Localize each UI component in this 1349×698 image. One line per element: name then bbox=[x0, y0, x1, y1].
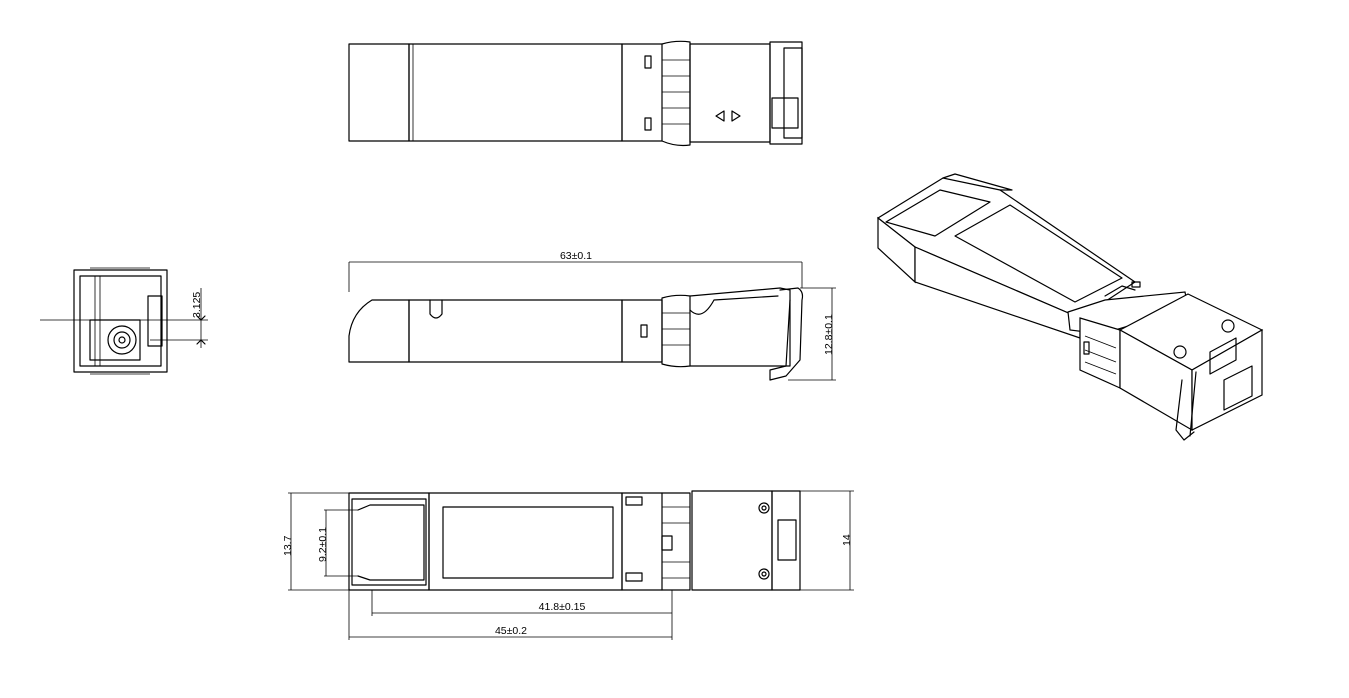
top-view bbox=[348, 40, 803, 147]
isometric-view bbox=[876, 173, 1264, 441]
dim-height: 12.8±0.1 bbox=[823, 314, 835, 355]
dim-width-outer: 13.7 bbox=[282, 535, 294, 556]
dim-width-latch: 14 bbox=[841, 534, 853, 546]
dim-overall-length: 63±0.1 bbox=[560, 250, 592, 262]
bottom-view: 13.7 9.2±0.1 14 41.8±0.15 45±0.2 bbox=[282, 490, 854, 640]
end-view: 3.125 bbox=[40, 267, 208, 375]
dim-length-body: 45±0.2 bbox=[495, 625, 527, 637]
side-view: 63±0.1 12.8±0.1 bbox=[348, 250, 836, 381]
dim-width-inner: 9.2±0.1 bbox=[317, 527, 329, 562]
dim-length-inner: 41.8±0.15 bbox=[539, 601, 586, 613]
dim-offset: 3.125 bbox=[191, 292, 203, 318]
